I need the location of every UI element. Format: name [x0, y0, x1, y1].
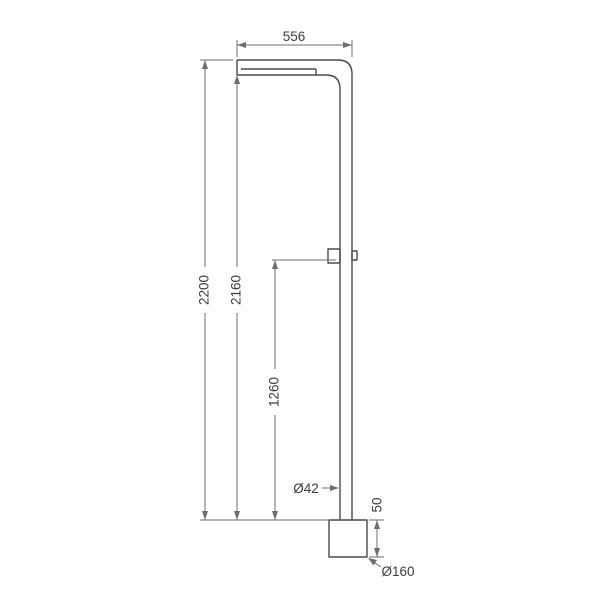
dimension-base-height: 50 [369, 497, 385, 558]
hand-shower-outlet [327, 248, 341, 264]
arrowhead-right [343, 42, 352, 48]
label-mask [267, 369, 282, 415]
label-mask [229, 267, 244, 313]
dimension-base-diameter: Ø160 [368, 558, 415, 579]
arrowhead-top [202, 60, 208, 69]
dimension-label-base-height: 50 [370, 497, 385, 512]
arm-and-pole-outer-line [237, 59, 353, 520]
dimension-column-height: 2160 [229, 75, 244, 520]
arrowhead-top [272, 260, 278, 269]
dimension-outlet-height: 1260 [267, 259, 336, 520]
dimension-total-height: 2200 [197, 59, 329, 521]
arrowhead-bottom [374, 548, 380, 557]
floor-base [328, 519, 368, 558]
dimension-label-556: 556 [283, 29, 306, 44]
label-mask [197, 267, 212, 313]
arrowhead-bottom [272, 511, 278, 520]
dimension-label-1260: 1260 [267, 377, 282, 407]
arrowhead-bottom [234, 511, 240, 520]
dimension-label-2160: 2160 [229, 275, 244, 305]
arrowhead-bottom [202, 511, 208, 520]
arrowhead [368, 558, 377, 566]
shower-column-outline [236, 59, 368, 558]
dimension-top-width: 556 [236, 29, 353, 57]
arrowhead-top [374, 520, 380, 529]
arm-and-pole-inner-line [237, 74, 341, 520]
dimension-label-2200: 2200 [197, 275, 212, 305]
arrowhead-top [234, 75, 240, 84]
arrowhead-left [237, 42, 246, 48]
arrowhead [330, 485, 339, 491]
diverter-knob [351, 250, 358, 261]
dimension-pole-diameter: Ø42 [293, 481, 339, 496]
dimension-label-base-diameter: Ø160 [381, 564, 414, 579]
dimension-label-pole-diameter: Ø42 [293, 481, 319, 496]
